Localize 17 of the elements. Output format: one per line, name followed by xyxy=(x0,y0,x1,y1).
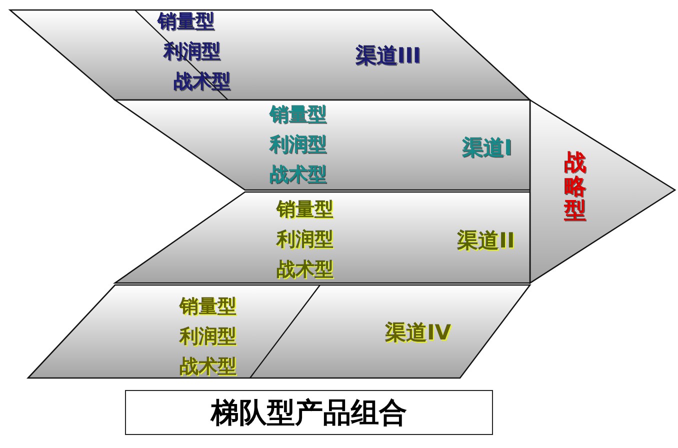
product-type-label: 销量型 xyxy=(180,298,236,316)
channel-label: 渠道I xyxy=(462,138,512,158)
product-type-label: 战术型 xyxy=(174,72,230,92)
channel-label: 渠道IV xyxy=(384,322,452,344)
product-type-label: 销量型 xyxy=(276,200,334,220)
title-banner: 梯队型产品组合 xyxy=(125,390,493,435)
shape-label: 战略型 xyxy=(564,152,586,224)
channel-label: 渠道II xyxy=(457,230,515,252)
product-type-label: 战术型 xyxy=(270,166,326,184)
channel-label: 渠道III xyxy=(355,46,421,66)
product-type-label: 利润型 xyxy=(270,136,326,154)
product-type-label: 利润型 xyxy=(276,230,334,250)
product-type-label: 战术型 xyxy=(180,358,236,376)
product-type-label: 销量型 xyxy=(158,12,214,32)
product-type-label: 战术型 xyxy=(276,260,334,280)
product-type-label: 销量型 xyxy=(270,106,326,124)
product-type-label: 利润型 xyxy=(180,328,236,346)
